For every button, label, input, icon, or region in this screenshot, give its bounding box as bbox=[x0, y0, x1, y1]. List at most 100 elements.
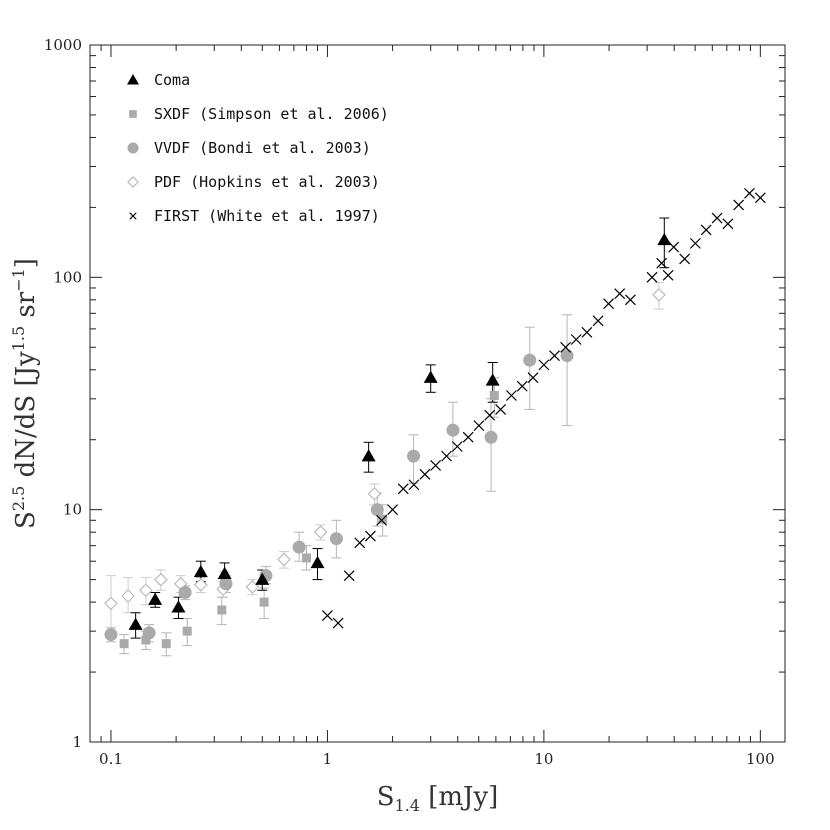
data-point-diamond bbox=[193, 577, 208, 592]
data-point-cross bbox=[662, 269, 674, 281]
data-point-circle bbox=[407, 449, 421, 463]
data-point-triangle bbox=[485, 373, 500, 386]
data-point-circle bbox=[523, 353, 537, 367]
data-point-diamond bbox=[313, 525, 328, 540]
data-point-square bbox=[119, 639, 129, 649]
data-point-cross bbox=[603, 298, 614, 310]
data-point-cross bbox=[516, 380, 528, 392]
data-point-triangle bbox=[217, 566, 232, 579]
data-point-cross bbox=[754, 192, 766, 204]
data-point-circle bbox=[178, 586, 192, 600]
data-point-circle bbox=[142, 626, 156, 640]
legend-marker bbox=[129, 212, 137, 220]
legend-marker bbox=[129, 110, 137, 118]
data-point-cross bbox=[538, 359, 550, 371]
x-tick-label: 0.1 bbox=[99, 750, 123, 768]
data-point-cross bbox=[495, 404, 507, 415]
data-point-cross bbox=[451, 441, 463, 452]
data-point-cross bbox=[419, 468, 431, 480]
data-point-circle bbox=[292, 540, 306, 554]
data-point-square bbox=[259, 597, 269, 607]
data-point-cross bbox=[527, 372, 539, 384]
data-point-triangle bbox=[128, 617, 143, 630]
data-point-square bbox=[217, 605, 227, 615]
data-point-diamond bbox=[367, 486, 382, 501]
data-point-cross bbox=[332, 617, 344, 629]
data-point-cross bbox=[484, 409, 496, 421]
legend-label: VVDF (Bondi et al. 2003) bbox=[154, 139, 371, 157]
data-point-triangle bbox=[148, 592, 163, 605]
data-point-circle bbox=[219, 577, 233, 591]
data-point-cross bbox=[322, 610, 333, 622]
plot-frame bbox=[89, 44, 786, 743]
data-point-cross bbox=[722, 218, 734, 230]
data-point-diamond bbox=[652, 288, 666, 302]
data-point-diamond bbox=[121, 589, 135, 603]
data-point-triangle bbox=[255, 572, 270, 585]
y-tick-label: 10 bbox=[63, 501, 82, 519]
data-point-triangle bbox=[171, 600, 186, 613]
plot-axes: 0.1 1 10 100 1 10 100 1000 bbox=[44, 36, 786, 768]
data-point-cross bbox=[376, 514, 388, 526]
legend-label: Coma bbox=[154, 71, 190, 89]
data-point-cross bbox=[700, 224, 712, 236]
data-point-circle bbox=[446, 423, 460, 437]
data-point-diamond bbox=[245, 580, 260, 594]
data-point-cross bbox=[430, 460, 442, 471]
data-point-cross bbox=[711, 212, 723, 224]
data-point-triangle bbox=[423, 370, 438, 383]
data-point-cross bbox=[365, 530, 376, 542]
data-point-circle bbox=[104, 628, 118, 642]
x-tick-label: 10 bbox=[534, 750, 553, 768]
data-point-cross bbox=[462, 431, 474, 443]
x-tick-label: 1 bbox=[323, 750, 333, 768]
legend-label: PDF (Hopkins et al. 2003) bbox=[154, 173, 380, 191]
data-point-cross bbox=[624, 294, 636, 306]
data-point-square bbox=[182, 626, 192, 636]
data-point-cross bbox=[560, 341, 572, 353]
data-point-diamond bbox=[139, 583, 153, 598]
y-axis-title: S2.5 dN/dS [Jy1.5 sr−1] bbox=[9, 258, 41, 529]
legend-marker bbox=[127, 142, 139, 154]
data-point-cross bbox=[343, 570, 355, 582]
data-point-cross bbox=[656, 257, 668, 269]
data-point-cross bbox=[354, 537, 366, 549]
data-point-cross bbox=[397, 483, 409, 495]
data-point-cross bbox=[473, 420, 485, 432]
data-point-triangle bbox=[193, 564, 208, 578]
data-point-cross bbox=[679, 253, 691, 265]
data-point-cross bbox=[549, 350, 560, 362]
data-point-cross bbox=[733, 199, 745, 211]
legend-label: SXDF (Simpson et al. 2006) bbox=[154, 105, 389, 123]
data-point-square bbox=[161, 639, 171, 649]
legend-marker bbox=[127, 176, 139, 188]
y-tick-label: 1000 bbox=[44, 36, 82, 54]
data-point-cross bbox=[646, 271, 658, 283]
legend-label: FIRST (White et al. 1997) bbox=[154, 207, 380, 225]
data-point-triangle bbox=[657, 232, 672, 246]
y-tick-label: 100 bbox=[53, 268, 82, 286]
data-point-square bbox=[489, 391, 499, 401]
data-point-circle bbox=[329, 532, 343, 546]
data-point-cross bbox=[441, 450, 452, 462]
data-point-circle bbox=[370, 503, 384, 517]
x-axis-title: S1.4 [mJy] bbox=[377, 782, 499, 815]
y-tick-label: 1 bbox=[72, 733, 82, 751]
data-point-cross bbox=[505, 390, 517, 401]
data-point-square bbox=[301, 553, 311, 563]
x-tick-label: 100 bbox=[746, 750, 775, 768]
data-marks bbox=[104, 187, 766, 649]
data-point-cross bbox=[689, 237, 701, 249]
data-point-diamond bbox=[154, 572, 168, 587]
data-point-cross bbox=[408, 479, 420, 491]
data-point-cross bbox=[614, 288, 626, 300]
data-point-triangle bbox=[310, 555, 325, 569]
data-point-cross bbox=[592, 315, 604, 327]
data-point-cross bbox=[570, 334, 582, 345]
data-point-diamond bbox=[277, 552, 291, 567]
data-point-square bbox=[141, 635, 151, 645]
data-point-triangle bbox=[361, 449, 376, 462]
data-point-circle bbox=[484, 430, 498, 444]
